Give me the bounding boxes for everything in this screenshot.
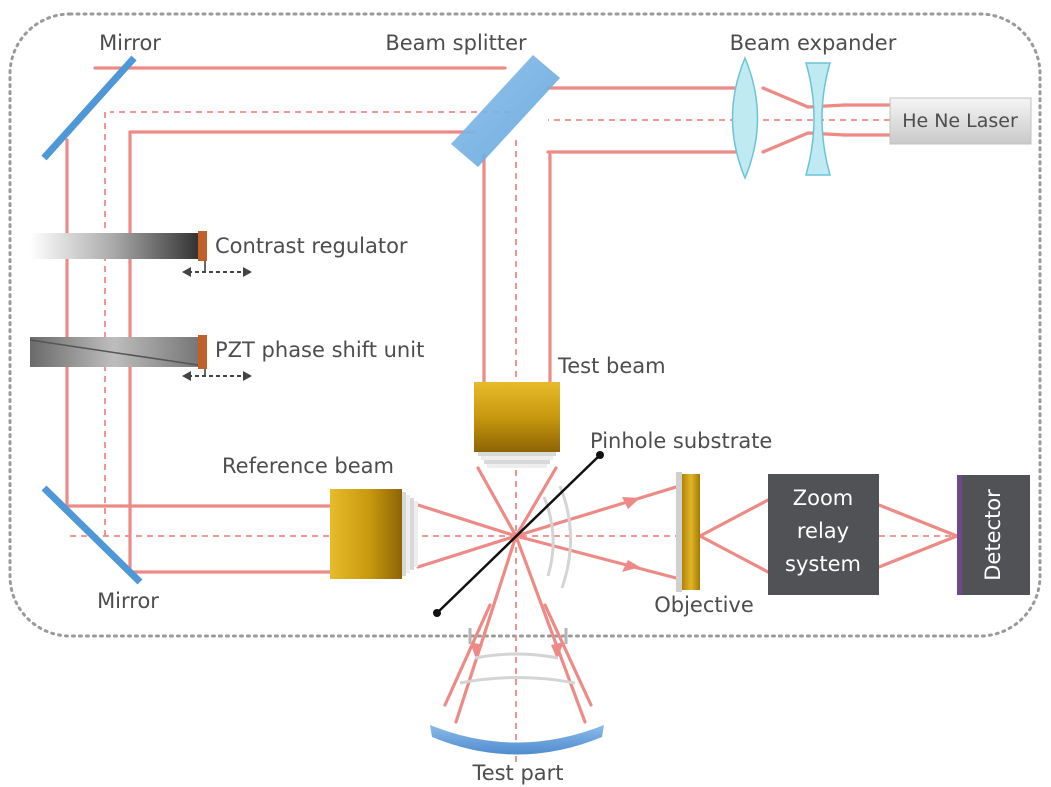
test-beam-label: Test beam bbox=[557, 354, 666, 378]
contrast-regulator-label: Contrast regulator bbox=[215, 234, 408, 258]
zoom-relay-label-line3: system bbox=[785, 552, 861, 576]
pzt-arrow bbox=[182, 371, 252, 381]
ref-objective-ring-1 bbox=[402, 492, 406, 576]
mirror-bottom-label: Mirror bbox=[97, 589, 159, 613]
contrast-regulator-tip bbox=[198, 231, 207, 261]
detector-box bbox=[957, 475, 1030, 595]
test-objective-ring-1 bbox=[478, 452, 556, 456]
test-beam-objective bbox=[474, 382, 560, 452]
zoom-relay-box bbox=[768, 474, 879, 595]
mirror-bottom bbox=[41, 485, 143, 585]
pinhole-substrate-end-top bbox=[596, 451, 604, 459]
pinhole-substrate-label: Pinhole substrate bbox=[590, 429, 772, 453]
beam-paths bbox=[65, 66, 959, 765]
ref-objective-ring-2 bbox=[406, 495, 410, 573]
beam-splitter bbox=[451, 55, 560, 167]
contrast-regulator-arrow bbox=[182, 267, 252, 277]
detector-accent bbox=[957, 475, 962, 595]
ref-objective-ring-4 bbox=[414, 501, 418, 567]
laser-box bbox=[889, 97, 1032, 145]
imaging-objective bbox=[682, 474, 700, 590]
laser-label: He Ne Laser bbox=[902, 110, 1018, 132]
expander-concave-lens bbox=[805, 62, 831, 176]
beam-splitter-label: Beam splitter bbox=[385, 31, 527, 55]
expander-convex-lens bbox=[731, 56, 759, 180]
pzt-phase-shift-label: PZT phase shift unit bbox=[215, 338, 424, 362]
detector-label: Detector bbox=[981, 489, 1005, 581]
test-objective-ring-2 bbox=[481, 456, 553, 460]
beam-expander-label: Beam expander bbox=[730, 31, 897, 55]
test-objective-ring-3 bbox=[484, 460, 550, 464]
test-part-label: Test part bbox=[471, 761, 563, 785]
test-objective-ring-4 bbox=[487, 464, 547, 468]
zoom-relay-label-line2: relay bbox=[797, 519, 849, 543]
pzt-wedge-line bbox=[29, 339, 199, 366]
reference-beam-objective bbox=[330, 489, 402, 579]
zoom-relay-label-line1: Zoom bbox=[793, 486, 854, 510]
test-part-mirror bbox=[430, 725, 604, 755]
pinhole-substrate-end-bottom bbox=[433, 609, 441, 617]
pinhole-substrate bbox=[436, 454, 601, 614]
pzt-tip bbox=[198, 335, 207, 369]
mirror-top-label: Mirror bbox=[99, 31, 161, 55]
mirror-top bbox=[41, 55, 137, 161]
objective-label: Objective bbox=[654, 593, 754, 617]
ref-objective-ring-3 bbox=[410, 498, 414, 570]
contrast-regulator-bar bbox=[30, 233, 198, 259]
enclosure-outline bbox=[8, 12, 1042, 638]
imaging-objective-frame bbox=[676, 472, 682, 592]
reference-beam-label: Reference beam bbox=[222, 454, 394, 478]
beam-arrows bbox=[470, 497, 640, 659]
